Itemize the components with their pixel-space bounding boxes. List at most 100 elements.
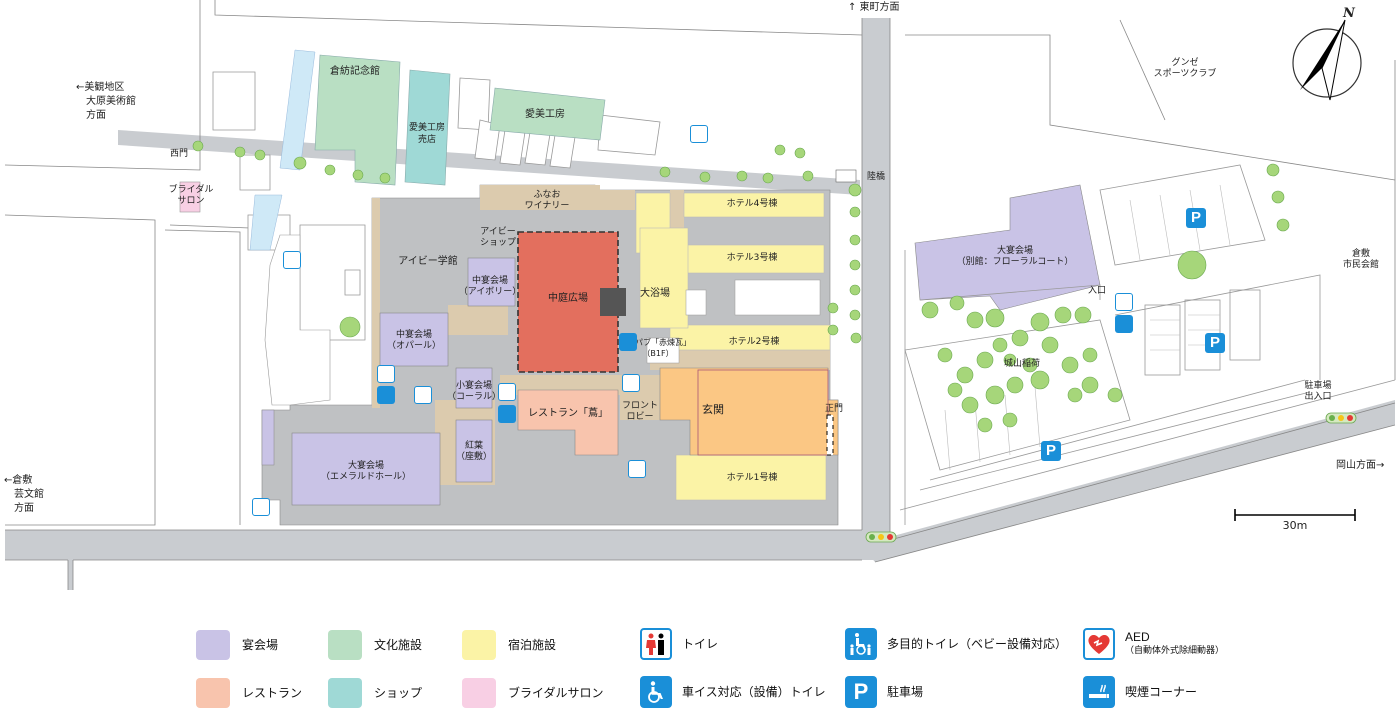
legend-item-wheelchair: 車イス対応（設備）トイレ: [640, 676, 826, 708]
chuen-opal-label-1: 中宴会場: [395, 330, 433, 340]
parking-icon: P: [1041, 441, 1061, 461]
aibi-kobo: [489, 87, 606, 141]
legend-label: 駐車場: [887, 684, 924, 699]
legend-label: 多目的トイレ（ベビー設備対応）: [887, 636, 1068, 651]
aibi-shop-label-2: 売店: [417, 135, 437, 145]
shimin-kaikan-label-2: 市民会館: [1342, 260, 1380, 270]
toilet-icon: [414, 386, 432, 404]
banquet-halls: [291, 184, 1101, 506]
shop-swatch: [328, 678, 362, 708]
restaurant-tsuta: [517, 389, 619, 456]
legend-label: ブライダルサロン: [508, 685, 604, 700]
shoen-coral: [455, 367, 493, 409]
legend-item-smoking: 喫煙コーナー: [1083, 676, 1198, 708]
koyo-label-1: 紅葉: [464, 441, 484, 451]
west-road-stub: [68, 558, 73, 590]
daien-emerald-label-1: 大宴会場: [347, 461, 385, 471]
iriguchi-label: 入口: [1088, 286, 1107, 296]
parking-icon: P: [845, 676, 877, 708]
legend-item-restaurant: レストラン: [196, 678, 302, 708]
daien-floral-label-2: （別館：フローラルコート）: [956, 257, 1074, 267]
funao-label-1: ふなお: [533, 190, 561, 200]
main-road-horizontal: [5, 530, 885, 560]
legend-label: AED: [1125, 630, 1150, 644]
chuen-ivory-label-1: 中宴会場: [471, 276, 509, 286]
north-arrow-icon: [1292, 19, 1362, 101]
chuen-ivory-label-2: （アイボリー）: [458, 287, 522, 297]
ivy-gakkan-label: アイビー学館: [398, 256, 458, 267]
multipurpose-toilet-icon: [845, 628, 877, 660]
higashimachi-road: [862, 18, 890, 548]
chuen-opal: [379, 312, 449, 367]
hotel1-label: ホテル1号棟: [726, 473, 778, 483]
site-map: [4, 0, 1396, 590]
koyo-zashiki: [455, 419, 493, 483]
ohara-direction-suffix: 方面: [86, 110, 106, 121]
aibi-kobo-shop: [404, 69, 451, 186]
legend: 宴会場 文化施設 宿泊施設 トイレ 多目的トイレ（ベビー設備対応） AED （自…: [0, 610, 1400, 713]
genkan-label: 玄関: [702, 403, 724, 416]
legend-label: 文化施設: [374, 637, 423, 652]
bridal-label-1: ブライダル: [168, 185, 214, 195]
toilet-icon: [252, 498, 270, 516]
toilet-icon: [283, 251, 301, 269]
east-lot: [899, 164, 1396, 525]
pub-label-1: パブ「赤煉瓦」: [635, 338, 691, 347]
higashimachi-direction: ↑ 東町方面: [848, 2, 900, 13]
bikan-direction: ←美観地区: [76, 82, 125, 93]
lodging-swatch: [462, 630, 496, 660]
front-label-2: ロビー: [626, 412, 654, 422]
legend-label: 宴会場: [242, 637, 279, 652]
restaurant-label: レストラン「蔦」: [528, 408, 608, 419]
culture-swatch: [328, 630, 362, 660]
banquet-swatch: [196, 630, 230, 660]
north-label: N: [1343, 6, 1355, 21]
road-lines: [4, 0, 1396, 590]
toilet-icon: [628, 460, 646, 478]
smoking-icon: [1083, 676, 1115, 708]
koyo-label-2: （座敷）: [455, 452, 493, 462]
roads: [5, 18, 1395, 590]
chuen-opal-label-2: （オパール）: [386, 341, 442, 351]
bridal-salon-area: [179, 181, 201, 213]
parking-gate-label-2: 出入口: [1304, 392, 1332, 402]
legend-item-aed: AED （自動体外式除細動器）: [1083, 628, 1224, 660]
toilet-icon: [690, 125, 708, 143]
legend-item-banquet: 宴会場: [196, 630, 278, 660]
kurabo-memorial-hall: [314, 54, 401, 186]
shiroyama-label: 城山稲荷: [1003, 359, 1041, 369]
geibunkan-direction-2: 芸文館: [14, 489, 44, 500]
daien-emerald-label-2: （エメラルドホール）: [320, 472, 412, 482]
toilet-icon: [377, 365, 395, 383]
geibunkan-direction-3: 方面: [14, 503, 34, 514]
toilet-icon: [498, 383, 516, 401]
wheelchair-icon: [640, 676, 672, 708]
traffic-light-icon: [865, 531, 897, 543]
scale-label: 30m: [1282, 519, 1308, 532]
multipurpose-toilet-icon: [498, 405, 516, 423]
legend-label: 車イス対応（設備）トイレ: [682, 684, 826, 699]
legend-item-culture: 文化施設: [328, 630, 422, 660]
legend-label: 喫煙コーナー: [1125, 684, 1198, 699]
ohara-direction: 大原美術館: [86, 96, 136, 107]
ivy-shop-label-2: ショップ: [479, 238, 517, 248]
legend-item-bridal: ブライダルサロン: [462, 678, 604, 708]
aed-icon: [1083, 628, 1115, 660]
bridal-swatch: [462, 678, 496, 708]
aibi-shop-label-1: 愛美工房: [408, 123, 446, 133]
funao-label-2: ワイナリー: [524, 201, 570, 211]
seimon-label: 正門: [824, 404, 844, 414]
parking-icon: P: [1205, 333, 1225, 353]
bikan-road: [118, 130, 860, 195]
parking-icon: P: [1186, 208, 1206, 228]
legend-item-shop: ショップ: [328, 678, 422, 708]
rikkyo-label: 陸橋: [867, 172, 886, 182]
bridal-label-2: サロン: [177, 196, 205, 206]
front-label-1: フロント: [621, 401, 659, 411]
shoen-coral-label-1: 小宴会場: [455, 381, 493, 391]
toilet-icon: [1115, 293, 1133, 311]
legend-label: レストラン: [242, 685, 303, 700]
legend-item-toilet: トイレ: [640, 628, 718, 660]
legend-item-multipurpose-toilet: 多目的トイレ（ベビー設備対応）: [845, 628, 1068, 660]
wheelchair-icon: [1115, 315, 1133, 333]
